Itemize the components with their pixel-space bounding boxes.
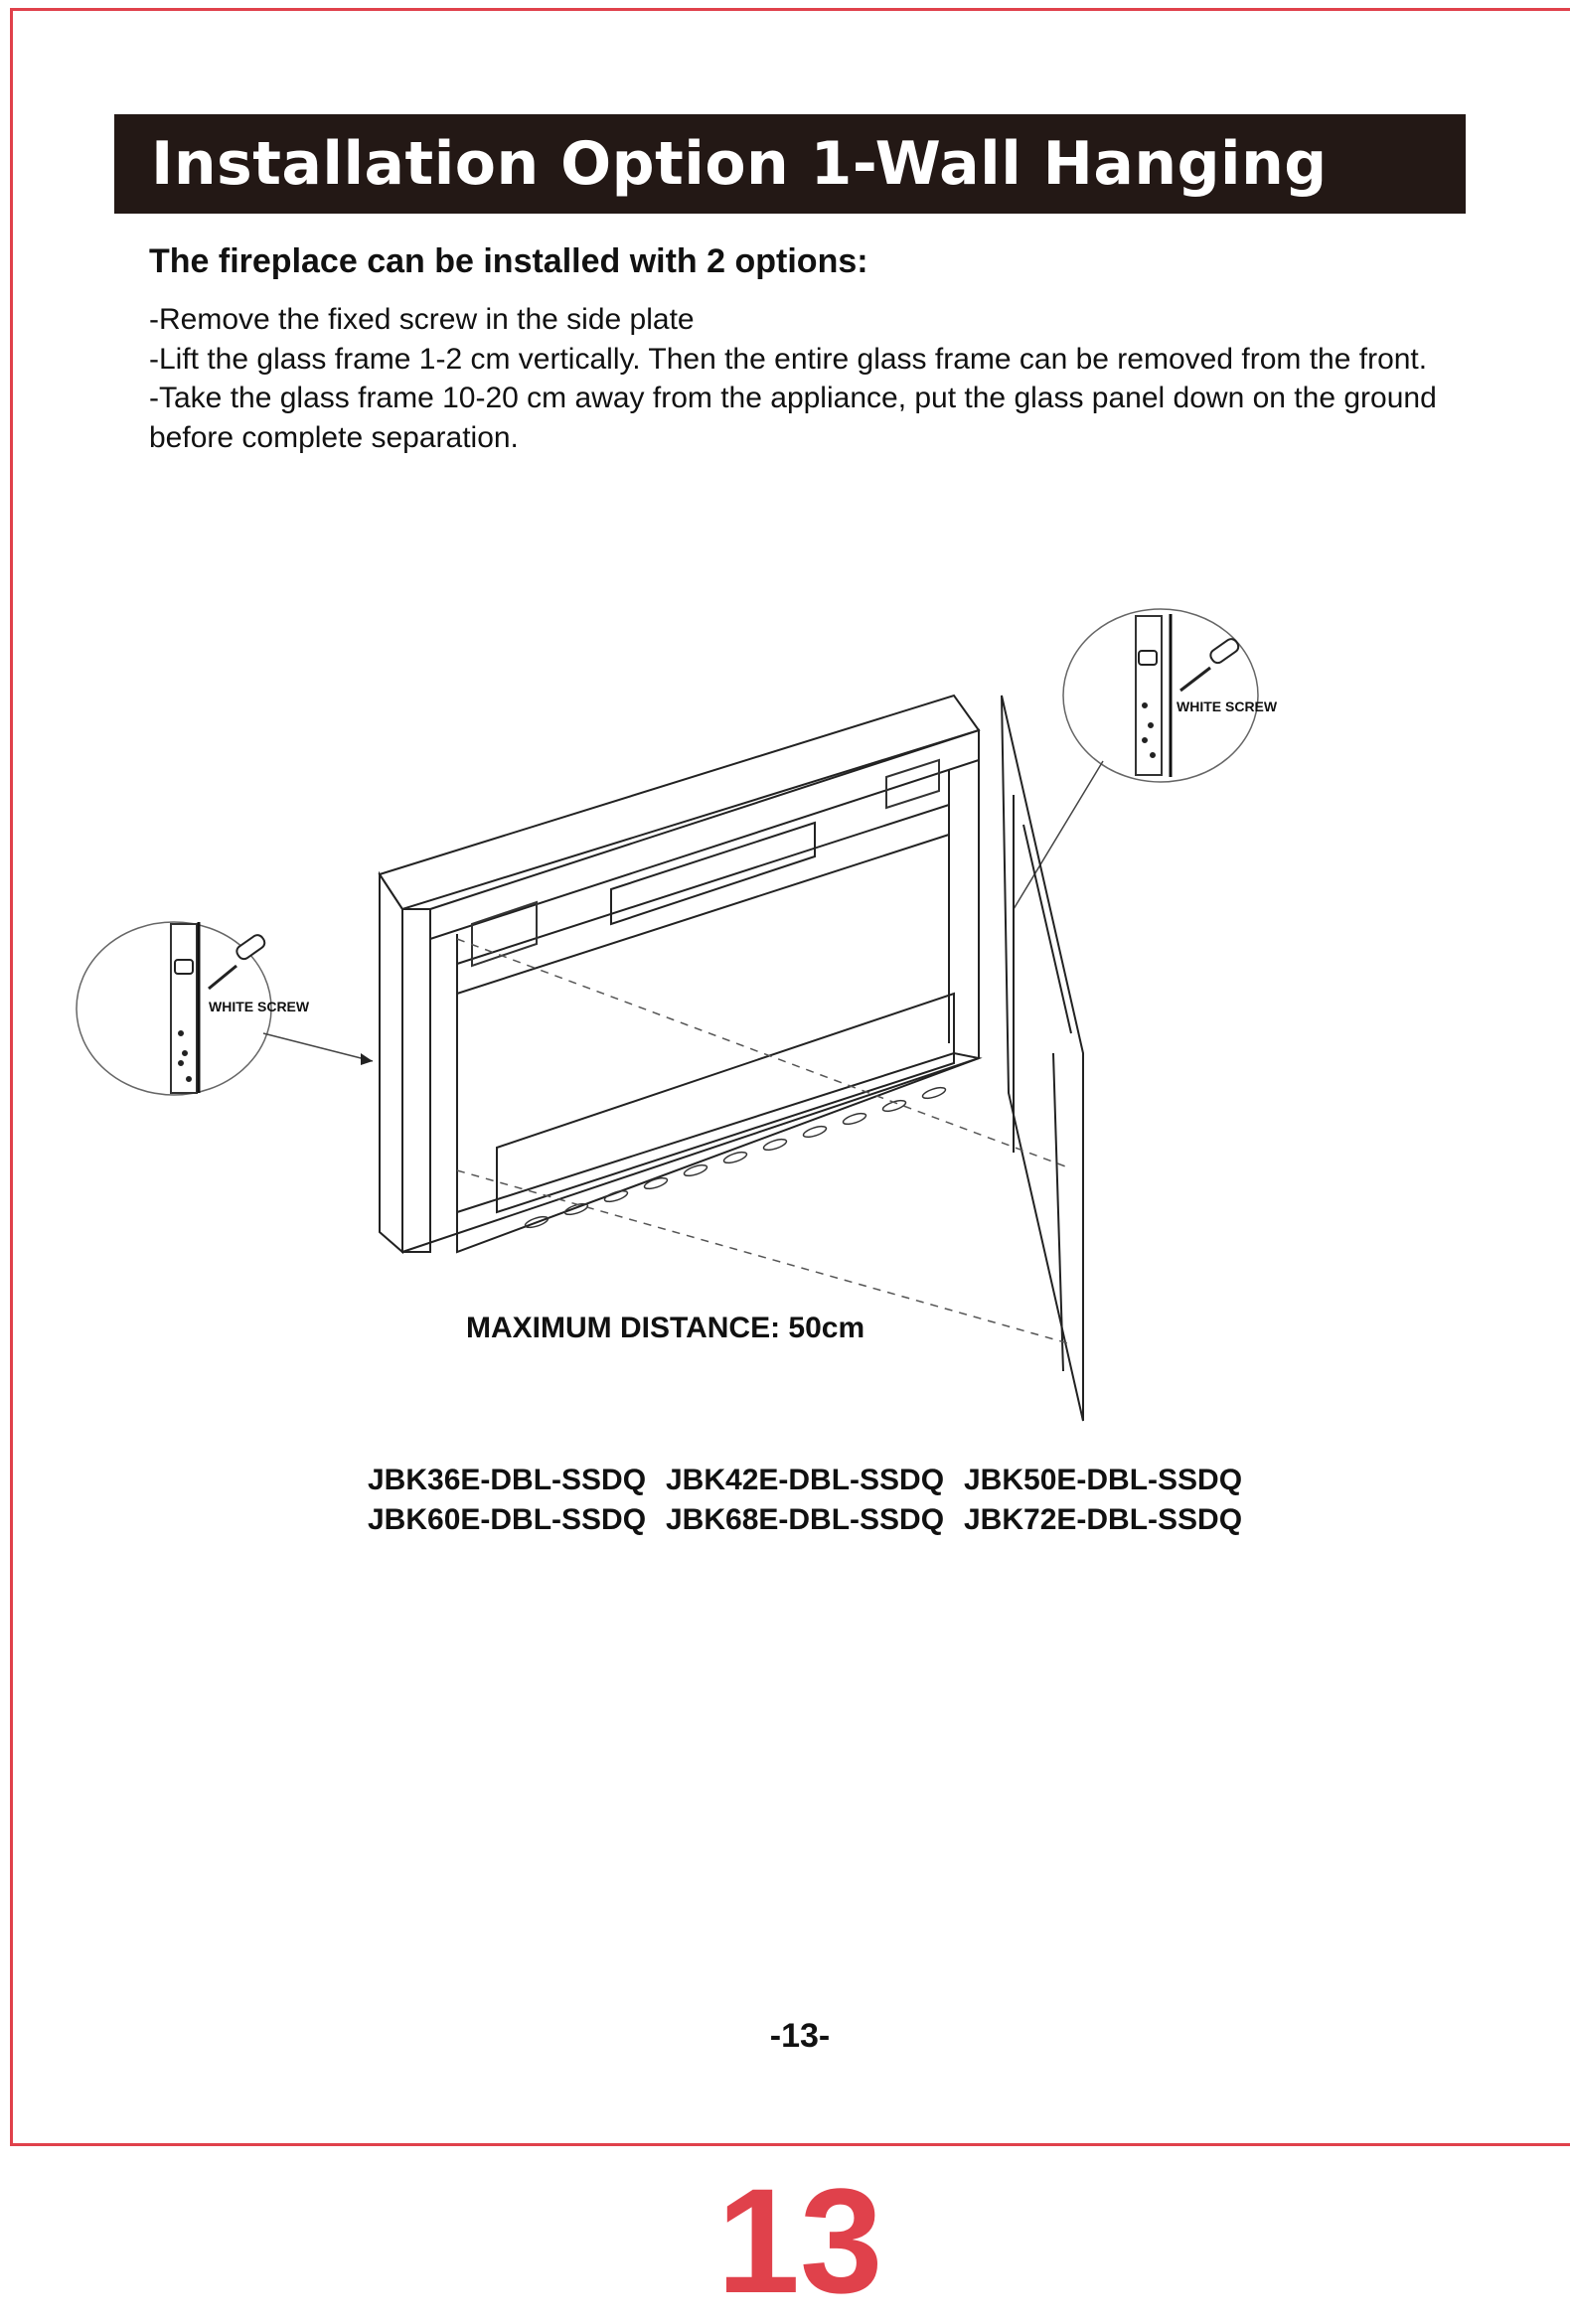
- instruction-item: -Take the glass frame 10-20 cm away from…: [149, 382, 1437, 454]
- max-distance-label: MAXIMUM DISTANCE: 50cm: [466, 1312, 865, 1344]
- title-bar: Installation Option 1-Wall Hanging: [114, 114, 1466, 214]
- page-border: [10, 8, 1570, 2146]
- instruction-item: -Remove the fixed screw in the side plat…: [149, 303, 695, 336]
- screwdriver-icon: [1179, 638, 1240, 693]
- instructions-list: -Remove the fixed screw in the side plat…: [149, 300, 1481, 457]
- model-number: JBK72E-DBL-SSDQ: [964, 1503, 1243, 1536]
- model-number: JBK36E-DBL-SSDQ: [368, 1464, 647, 1496]
- model-number: JBK68E-DBL-SSDQ: [666, 1503, 945, 1536]
- model-row: JBK36E-DBL-SSDQ JBK42E-DBL-SSDQ JBK50E-D…: [368, 1461, 1262, 1500]
- distance-guide-lines: [456, 938, 1069, 1344]
- model-number: JBK60E-DBL-SSDQ: [368, 1503, 647, 1536]
- screwdriver-icon: [208, 934, 266, 991]
- instruction-item: -Lift the glass frame 1-2 cm vertically.…: [149, 342, 1428, 376]
- model-list: JBK36E-DBL-SSDQ JBK42E-DBL-SSDQ JBK50E-D…: [368, 1461, 1262, 1540]
- fireplace-frame: [378, 694, 983, 1255]
- left-callout: WHITE SCREW: [76, 921, 374, 1096]
- model-number: JBK50E-DBL-SSDQ: [964, 1464, 1243, 1496]
- page-number: -13-: [769, 2017, 831, 2055]
- section-subtitle: The fireplace can be installed with 2 op…: [149, 242, 868, 280]
- right-callout-label: WHITE SCREW: [1177, 698, 1278, 714]
- model-row: JBK60E-DBL-SSDQ JBK68E-DBL-SSDQ JBK72E-D…: [368, 1500, 1262, 1540]
- model-number: JBK42E-DBL-SSDQ: [666, 1464, 945, 1496]
- page-title: Installation Option 1-Wall Hanging: [151, 129, 1328, 199]
- glass-panel: [1001, 695, 1084, 1422]
- fireplace-installation-diagram: WHITE SCREW WHITE SCREW: [76, 608, 1278, 1422]
- right-callout: WHITE SCREW: [1013, 608, 1278, 910]
- left-callout-label: WHITE SCREW: [209, 999, 310, 1014]
- next-page-number: 13: [716, 2157, 883, 2324]
